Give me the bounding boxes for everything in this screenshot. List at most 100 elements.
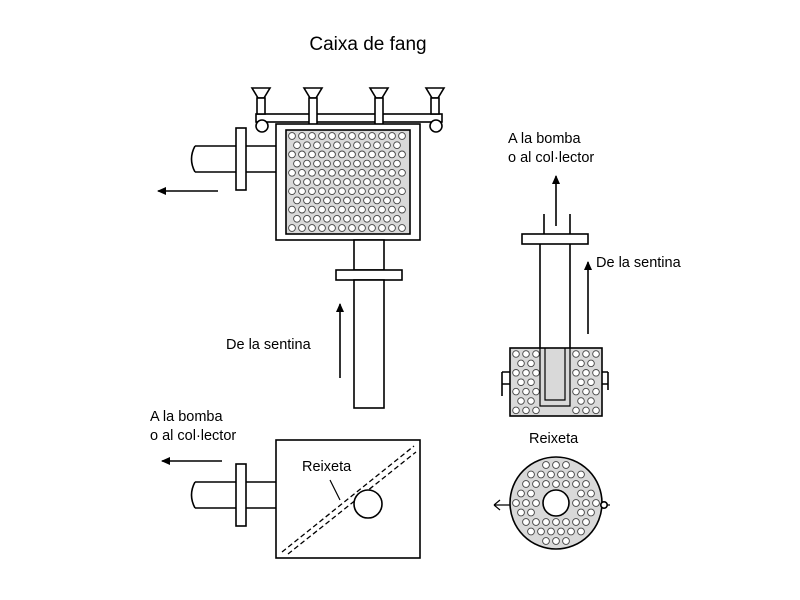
perforation-hole	[358, 168, 366, 177]
perforation-hole	[552, 518, 560, 526]
perforation-hole	[532, 406, 540, 415]
perforation-hole	[313, 214, 321, 223]
perforation-hole	[303, 196, 311, 205]
perforation-hole	[522, 406, 530, 415]
label-from-bilge-right: De la sentina	[596, 255, 682, 271]
perforation-hole	[288, 205, 296, 214]
label-grate-right: Reixeta	[529, 431, 579, 447]
perforation-hole	[308, 150, 316, 159]
perforation-hole	[318, 205, 326, 214]
perforation-hole	[383, 159, 391, 168]
perforation-hole	[293, 159, 301, 168]
perforation-hole	[512, 387, 520, 396]
perforation-hole	[373, 141, 381, 150]
perforation-hole	[522, 387, 530, 396]
perforation-hole	[567, 527, 575, 536]
perforation-hole	[517, 397, 525, 405]
perforation-hole	[323, 159, 331, 168]
perforation-hole	[373, 159, 381, 168]
perforation-hole	[298, 150, 306, 159]
perforation-hole	[323, 214, 331, 223]
perforation-hole	[323, 141, 331, 150]
perforation-hole	[537, 470, 545, 479]
perforation-hole	[527, 359, 535, 368]
perforation-hole	[313, 178, 321, 186]
perforation-hole	[542, 480, 550, 488]
perforation-hole	[328, 168, 336, 177]
perforation-hole	[308, 187, 316, 196]
perforation-hole	[343, 196, 351, 205]
perforation-hole	[378, 224, 386, 232]
perforation-hole	[338, 150, 346, 159]
inlet-opening	[353, 489, 383, 519]
perforation-hole	[587, 397, 595, 405]
perforation-hole	[522, 499, 530, 507]
label-to-pump-left-line1: A la bomba	[150, 409, 223, 425]
perforation-hole	[572, 387, 580, 396]
perforation-hole	[577, 397, 585, 405]
diagram-title: Caixa de fang	[309, 34, 426, 55]
perforation-hole	[363, 214, 371, 223]
perforation-hole	[582, 387, 590, 396]
label-to-pump-right-line2: o al col·lector	[508, 150, 594, 166]
perforation-hole	[393, 159, 401, 168]
perforation-hole	[363, 196, 371, 205]
grate-center-hole	[542, 489, 570, 517]
perforation-hole	[393, 141, 401, 150]
perforation-hole	[328, 132, 336, 140]
perforation-hole	[288, 132, 296, 140]
perforation-hole	[562, 480, 570, 488]
perforation-hole	[572, 350, 580, 358]
perforation-hole	[348, 168, 356, 177]
perforation-hole	[313, 196, 321, 205]
mud-box-elevation: De la sentina	[157, 87, 446, 409]
perforation-hole	[532, 387, 540, 396]
perforation-hole	[572, 499, 580, 507]
perforation-hole	[308, 132, 316, 140]
perforation-hole	[333, 196, 341, 205]
perforation-hole	[512, 406, 520, 415]
perforation-hole	[517, 378, 525, 386]
grate-disc-holes	[512, 461, 600, 545]
perforation-hole	[288, 150, 296, 159]
perforation-hole	[527, 470, 535, 479]
perforation-hole	[512, 499, 520, 507]
perforation-hole	[343, 141, 351, 150]
perforation-hole	[383, 196, 391, 205]
perforation-hole	[328, 205, 336, 214]
perforation-hole	[353, 196, 361, 205]
perforation-hole	[577, 470, 585, 479]
perforation-hole	[333, 159, 341, 168]
perforation-hole	[517, 508, 525, 517]
perforation-hole	[542, 461, 550, 469]
perforation-hole	[577, 527, 585, 536]
perforation-hole	[532, 350, 540, 358]
perforation-hole	[293, 214, 301, 223]
perforation-hole	[308, 205, 316, 214]
perforation-hole	[318, 132, 326, 140]
perforation-hole	[353, 214, 361, 223]
perforation-hole	[542, 518, 550, 526]
perforation-hole	[542, 537, 550, 545]
perforation-hole	[547, 527, 555, 536]
perforation-hole	[587, 489, 595, 498]
perforation-hole	[592, 369, 600, 377]
perforation-hole	[532, 369, 540, 377]
perforation-hole	[398, 132, 406, 140]
suction-strainer-elevation: A la bomba o al col·lector De la sentina	[501, 131, 682, 417]
perforation-hole	[398, 224, 406, 232]
perforation-hole	[587, 359, 595, 368]
perforation-hole	[318, 150, 326, 159]
perforation-hole	[398, 187, 406, 196]
perforation-hole	[333, 141, 341, 150]
perforation-hole	[323, 196, 331, 205]
perforation-hole	[378, 187, 386, 196]
diagonal-grate-a	[281, 445, 415, 553]
perforation-hole	[348, 187, 356, 196]
perforation-hole	[522, 518, 530, 526]
perforation-hole	[298, 187, 306, 196]
perforation-hole	[378, 168, 386, 177]
perforation-hole	[522, 350, 530, 358]
perforation-hole	[353, 159, 361, 168]
